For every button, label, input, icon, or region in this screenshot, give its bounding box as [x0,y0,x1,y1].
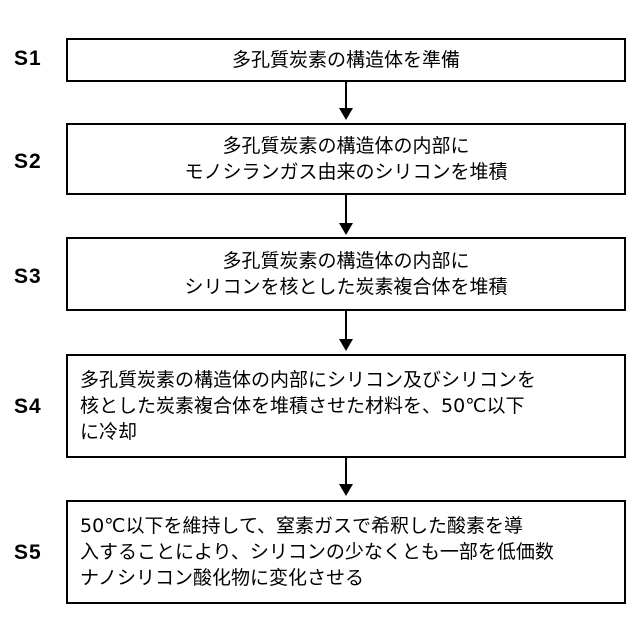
step-label-s3: S3 [14,265,42,289]
step-label-s5: S5 [14,541,42,565]
step-label-s4: S4 [14,395,42,419]
step-label-s1: S1 [14,47,42,71]
step-label-s2: S2 [14,150,42,174]
step-text: 多孔質炭素の構造体の内部に [222,133,469,159]
step-box-s1: 多孔質炭素の構造体を準備 [66,38,626,82]
step-text: 核とした炭素複合体を堆積させた材料を、50℃以下 [68,393,624,419]
step-text: 50℃以下を維持して、窒素ガスで希釈した酸素を導 [68,513,624,539]
step-text: シリコンを核とした炭素複合体を堆積 [184,274,507,300]
step-text: に冷却 [68,419,624,445]
step-box-s3: 多孔質炭素の構造体の内部に シリコンを核とした炭素複合体を堆積 [66,237,626,311]
step-box-s4: 多孔質炭素の構造体の内部にシリコン及びシリコンを 核とした炭素複合体を堆積させた… [66,354,626,458]
step-box-s2: 多孔質炭素の構造体の内部に モノシランガス由来のシリコンを堆積 [66,123,626,195]
step-text: 多孔質炭素の構造体の内部にシリコン及びシリコンを [68,367,624,393]
step-box-s5: 50℃以下を維持して、窒素ガスで希釈した酸素を導 入することにより、シリコンの少… [66,500,626,604]
step-text: 多孔質炭素の構造体の内部に [222,248,469,274]
step-text: 多孔質炭素の構造体を準備 [232,47,460,73]
step-text: モノシランガス由来のシリコンを堆積 [184,159,507,185]
step-text: 入することにより、シリコンの少なくとも一部を低価数 [68,539,624,565]
step-text: ナノシリコン酸化物に変化させる [68,565,624,591]
